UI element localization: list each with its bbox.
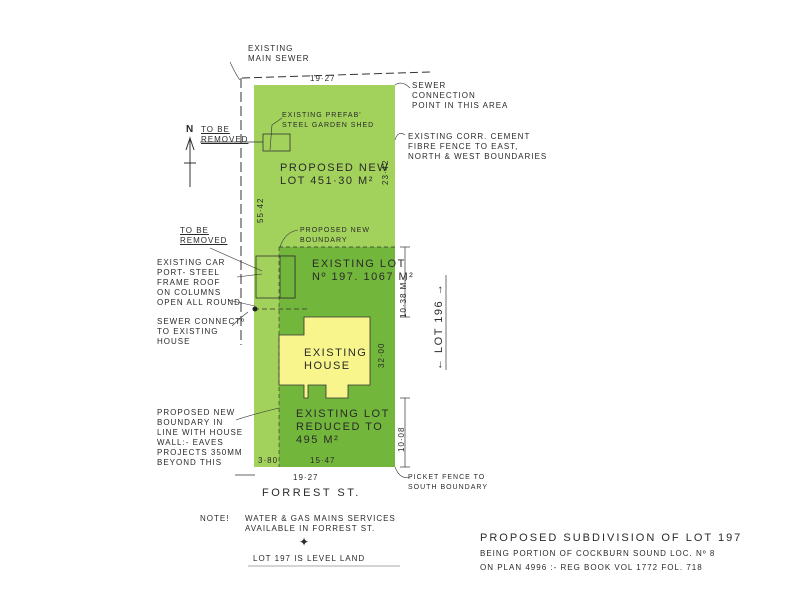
top-dimension: 19·27 [310,74,336,83]
cross-icon: ✦ [299,535,311,549]
north-arrow-icon [184,136,196,187]
dimension-1008: 10·08 [397,426,406,452]
plan-subtitle-1: BEING PORTION OF COCKBURN SOUND LOC. Nº … [480,549,716,558]
bottom-dimension: 19·27 [293,473,319,482]
level-land-note: LOT 197 IS LEVEL LAND [253,554,366,563]
dimension-380: 3·80 [258,456,279,465]
shed-label: EXISTING PREFAB'STEEL GARDEN SHED [282,112,375,129]
sewer-connection-point [252,306,258,312]
plan-title: PROPOSED SUBDIVISION OF LOT 197 [480,532,743,544]
existing-house [278,316,371,399]
north-label: N [186,124,195,135]
east-top-dimension: 23·42 [381,159,390,185]
lot-196-label: ← LOT 196 → [433,282,445,370]
street-name: FORREST ST. [262,487,361,499]
main-sewer-line [241,71,431,79]
west-dimension: 55·42 [256,197,265,223]
dimension-1547: 15·47 [310,456,336,465]
dimension-1038: 10·38 M. [399,278,408,318]
dimension-3200: 32·00 [377,342,386,368]
plan-subtitle-2: ON PLAN 4996 :- REG BOOK VOL 1772 FOL. 7… [480,563,703,572]
note-label: NOTE! [200,514,230,523]
leader-lines [209,61,411,478]
carport-inner [279,255,296,299]
garden-shed [262,133,291,152]
dimension-lines [235,246,447,476]
